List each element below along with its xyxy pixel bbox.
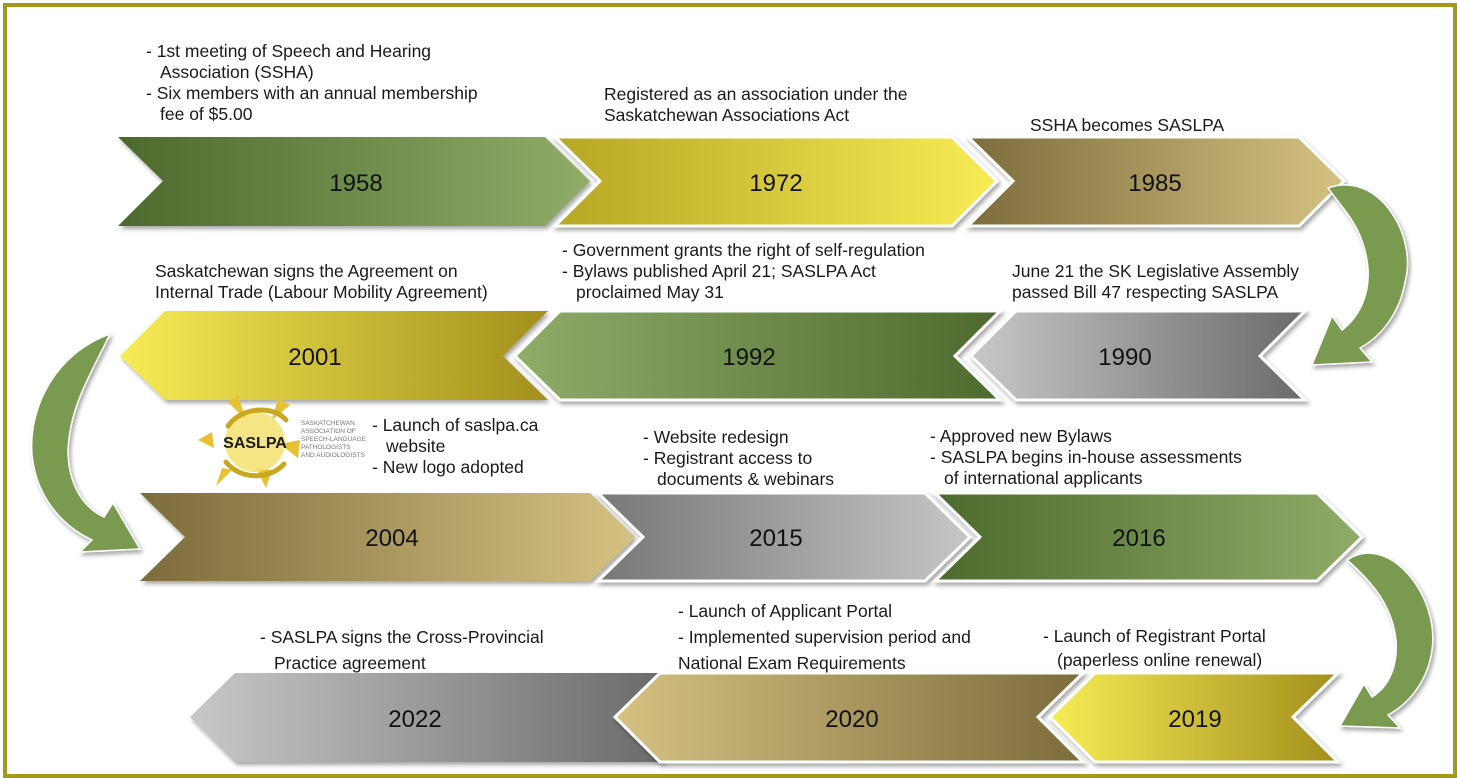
- logo-tagline-5: AND AUDIOLOGISTS: [301, 452, 366, 459]
- note-2004: - Launch of saslpa.ca website - New logo…: [372, 415, 538, 478]
- note-1958-line-4: fee of $5.00: [160, 104, 253, 124]
- year-label-2016: 2016: [1112, 525, 1165, 552]
- note-2022-line-1: - SASLPA signs the Cross-Provincial: [260, 627, 544, 647]
- saslpa-logo: SASLPA SASKATCHEWAN ASSOCIATION OF SPEEC…: [198, 395, 367, 488]
- year-label-1958: 1958: [329, 170, 382, 197]
- note-2015-line-2: - Registrant access to: [643, 448, 813, 468]
- year-label-2001: 2001: [288, 344, 341, 371]
- note-2016-line-2: - SASLPA begins in-house assessments: [930, 447, 1242, 467]
- logo-tagline-1: SASKATCHEWAN: [301, 420, 355, 427]
- note-2004-line-2: website: [386, 436, 446, 456]
- chevron-2020: 2020: [612, 671, 1087, 764]
- curved-arrow-left-1: [30, 332, 142, 553]
- note-2020-line-3: National Exam Requirements: [678, 653, 906, 673]
- note-2019: - Launch of Registrant Portal (paperless…: [1043, 624, 1266, 672]
- logo-tagline-4: PATHOLOGISTS: [301, 444, 351, 451]
- note-1992-line-1: - Government grants the right of self-re…: [562, 240, 925, 260]
- note-1992: - Government grants the right of self-re…: [562, 240, 925, 303]
- note-1972-line-1: Registered as an association under the: [604, 84, 908, 104]
- note-1958-line-2: Association (SSHA): [160, 62, 314, 82]
- chevron-1992: 1992: [512, 309, 1004, 402]
- note-2020-line-2: - Implemented supervision period and: [678, 627, 971, 647]
- note-2004-line-1: - Launch of saslpa.ca: [372, 415, 539, 435]
- logo-tagline-3: SPEECH-LANGUAGE: [301, 436, 367, 443]
- chevron-1985: 1985: [964, 135, 1347, 228]
- logo-tagline-2: ASSOCIATION OF: [301, 428, 356, 435]
- note-1972-line-2: Saskatchewan Associations Act: [604, 105, 850, 125]
- chevron-2015: 2015: [594, 491, 973, 583]
- note-1958-line-3: - Six members with an annual membership: [146, 83, 478, 103]
- year-label-1992: 1992: [722, 344, 775, 371]
- note-2016-line-1: - Approved new Bylaws: [930, 426, 1112, 446]
- year-label-1985: 1985: [1128, 170, 1181, 197]
- note-2015: - Website redesign - Registrant access t…: [643, 427, 834, 490]
- curved-arrow-right-2: [1338, 552, 1434, 729]
- note-1958: - 1st meeting of Speech and Hearing Asso…: [146, 41, 478, 125]
- note-2001-line-2: Internal Trade (Labour Mobility Agreemen…: [155, 282, 488, 302]
- note-1990: June 21 the SK Legislative Assembly pass…: [1012, 261, 1299, 303]
- note-2020: - Launch of Applicant Portal - Implement…: [678, 598, 971, 676]
- note-1990-line-2: passed Bill 47 respecting SASLPA: [1012, 282, 1279, 302]
- note-1958-line-1: - 1st meeting of Speech and Hearing: [146, 41, 432, 61]
- year-label-2019: 2019: [1168, 706, 1221, 733]
- chevron-2001: 2001: [120, 311, 548, 400]
- timeline-frame: [3, 3, 1457, 778]
- year-label-1990: 1990: [1098, 344, 1151, 371]
- note-2022-line-2: Practice agreement: [274, 653, 426, 673]
- note-1992-line-2: - Bylaws published April 21; SASLPA Act: [562, 261, 876, 281]
- note-2016: - Approved new Bylaws - SASLPA begins in…: [930, 426, 1242, 489]
- note-1992-line-3: proclaimed May 31: [576, 282, 724, 302]
- chevron-2004: 2004: [140, 493, 635, 581]
- note-2022: - SASLPA signs the Cross-Provincial Prac…: [260, 627, 544, 674]
- note-2015-line-3: documents & webinars: [657, 469, 835, 489]
- chevron-2022: 2022: [190, 673, 665, 762]
- note-2020-line-1: - Launch of Applicant Portal: [678, 601, 893, 621]
- chevron-2016: 2016: [931, 491, 1365, 583]
- year-label-2015: 2015: [749, 525, 802, 552]
- note-2004-line-3: - New logo adopted: [372, 457, 524, 477]
- note-2019-line-2: (paperless online renewal): [1057, 650, 1263, 670]
- note-2016-line-3: of international applicants: [944, 468, 1143, 488]
- year-label-2020: 2020: [825, 706, 878, 733]
- year-label-2004: 2004: [365, 525, 418, 552]
- chevron-1990: 1990: [968, 309, 1309, 402]
- chevron-2019: 2019: [1047, 671, 1342, 764]
- note-1972: Registered as an association under the S…: [604, 84, 908, 126]
- note-2019-line-1: - Launch of Registrant Portal: [1043, 626, 1266, 646]
- note-2001: Saskatchewan signs the Agreement on Inte…: [155, 261, 488, 303]
- note-1985: SSHA becomes SASLPA: [1030, 115, 1224, 136]
- chevron-1958: 1958: [118, 137, 590, 226]
- curved-arrow-right-1: [1310, 184, 1409, 366]
- logo-abbr: SASLPA: [223, 435, 287, 452]
- chevron-1972: 1972: [551, 135, 1000, 228]
- year-label-2022: 2022: [388, 706, 441, 733]
- note-2001-line-1: Saskatchewan signs the Agreement on: [155, 261, 458, 281]
- year-label-1972: 1972: [749, 170, 802, 197]
- logo-star-icon: [198, 395, 300, 488]
- note-2015-line-1: - Website redesign: [643, 427, 789, 447]
- note-1990-line-1: June 21 the SK Legislative Assembly: [1012, 261, 1299, 281]
- note-1985-line-1: SSHA becomes SASLPA: [1030, 115, 1225, 135]
